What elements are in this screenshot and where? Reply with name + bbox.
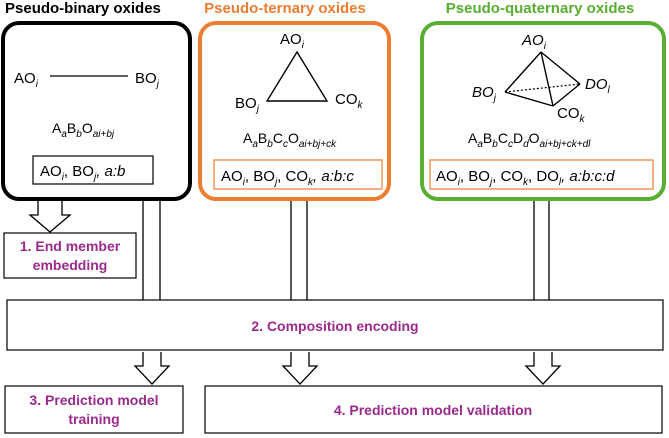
ternary-panel xyxy=(198,21,391,201)
quaternary-node-b: BOj xyxy=(472,84,497,104)
quaternary-node-c: COk xyxy=(557,105,586,125)
quaternary-encoding: AOi, BOj, COk, DOl, a:b:c:d xyxy=(436,168,615,188)
arrow-to-step4-a xyxy=(281,352,319,385)
pipe-binary-encoding xyxy=(142,201,161,300)
pipe-quaternary-encoding xyxy=(533,201,550,300)
quaternary-encoding-box xyxy=(429,159,654,190)
step1-box xyxy=(3,232,137,279)
step2-label: 2. Composition encoding xyxy=(251,318,418,334)
ternary-encoding-box xyxy=(213,159,383,190)
quaternary-tetrahedron xyxy=(504,51,581,107)
arrow-to-step1 xyxy=(28,201,72,233)
ternary-node-b: BOj xyxy=(235,95,260,115)
binary-node-a: AOi xyxy=(14,70,39,90)
ternary-triangle xyxy=(265,50,329,102)
binary-panel xyxy=(1,21,192,201)
step1-label-line1: 1. End member xyxy=(20,238,121,254)
ternary-title: Pseudo-ternary oxides xyxy=(204,0,366,17)
step3-box xyxy=(4,385,184,434)
ternary-node-c: COk xyxy=(335,91,364,111)
step3-label-line2: training xyxy=(68,411,119,427)
step3-label-line1: 3. Prediction model xyxy=(29,392,158,408)
binary-encoding-box xyxy=(32,155,154,185)
quaternary-formula: AaBbCcDdOai+bj+ck+dl xyxy=(468,130,591,150)
binary-node-b: BOj xyxy=(135,70,160,90)
arrow-to-step4-b xyxy=(524,352,562,385)
ternary-node-a: AOi xyxy=(280,31,305,51)
quaternary-node-d: DOl xyxy=(585,76,611,96)
quaternary-panel xyxy=(420,21,666,201)
ternary-formula: AaBbCcOai+bj+ck xyxy=(243,130,337,150)
step4-label: 4. Prediction model validation xyxy=(334,402,532,418)
quaternary-node-a: AOi xyxy=(521,32,547,52)
step1-label-line2: embedding xyxy=(33,257,108,273)
binary-encoding: AOi, BOj, a:b xyxy=(40,163,125,183)
step2-box xyxy=(6,299,664,351)
step4-box xyxy=(204,385,663,434)
arrow-to-step3 xyxy=(133,352,171,385)
binary-title: Pseudo-binary oxides xyxy=(5,0,161,17)
binary-formula: AaBbOai+bj xyxy=(52,120,115,140)
quaternary-title: Pseudo-quaternary oxides xyxy=(446,0,634,17)
pipe-ternary-encoding xyxy=(290,201,308,300)
ternary-encoding: AOi, BOj, COk, a:b:c xyxy=(221,168,354,188)
